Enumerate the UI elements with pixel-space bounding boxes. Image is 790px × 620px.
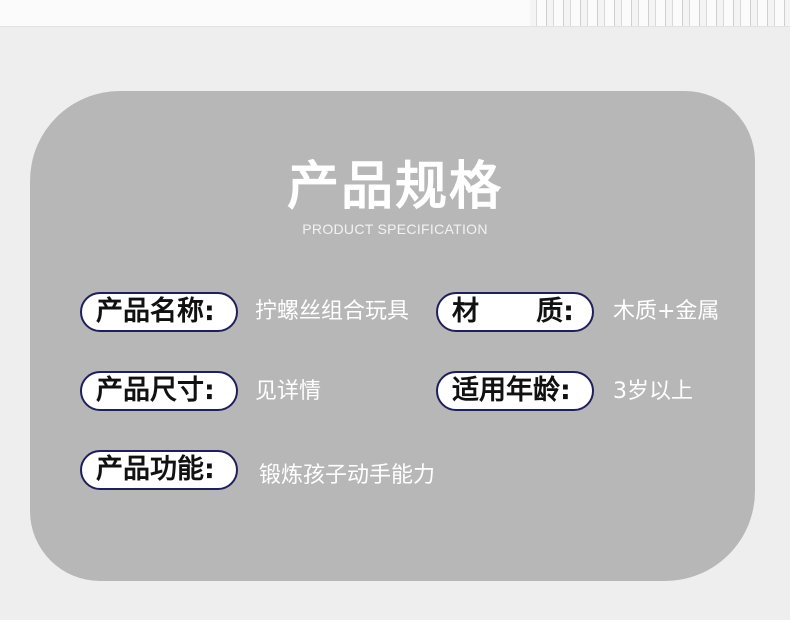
decorative-stripes (530, 0, 790, 26)
spec-value-product-name: 拧螺丝组合玩具 (255, 299, 410, 324)
spec-label-material-right: 质: (536, 296, 574, 327)
spec-value-material: 木质+金属 (613, 299, 720, 324)
spec-label-material: 材 质: (436, 292, 594, 332)
spec-label-material-left: 材 (452, 296, 479, 327)
spec-value-age: 3岁以上 (613, 379, 693, 404)
spec-label-age: 适用年龄: (436, 371, 594, 411)
spec-label-function: 产品功能: (80, 450, 238, 490)
spec-card (30, 91, 755, 581)
spec-value-function: 锻炼孩子动手能力 (259, 463, 436, 488)
spec-value-size: 见详情 (255, 379, 322, 404)
page-subtitle: PRODUCT SPECIFICATION (302, 221, 488, 237)
page-title: 产品规格 (286, 157, 503, 217)
top-banner-strip (0, 0, 790, 27)
spec-label-size: 产品尺寸: (80, 371, 238, 411)
spec-label-product-name: 产品名称: (80, 292, 238, 332)
